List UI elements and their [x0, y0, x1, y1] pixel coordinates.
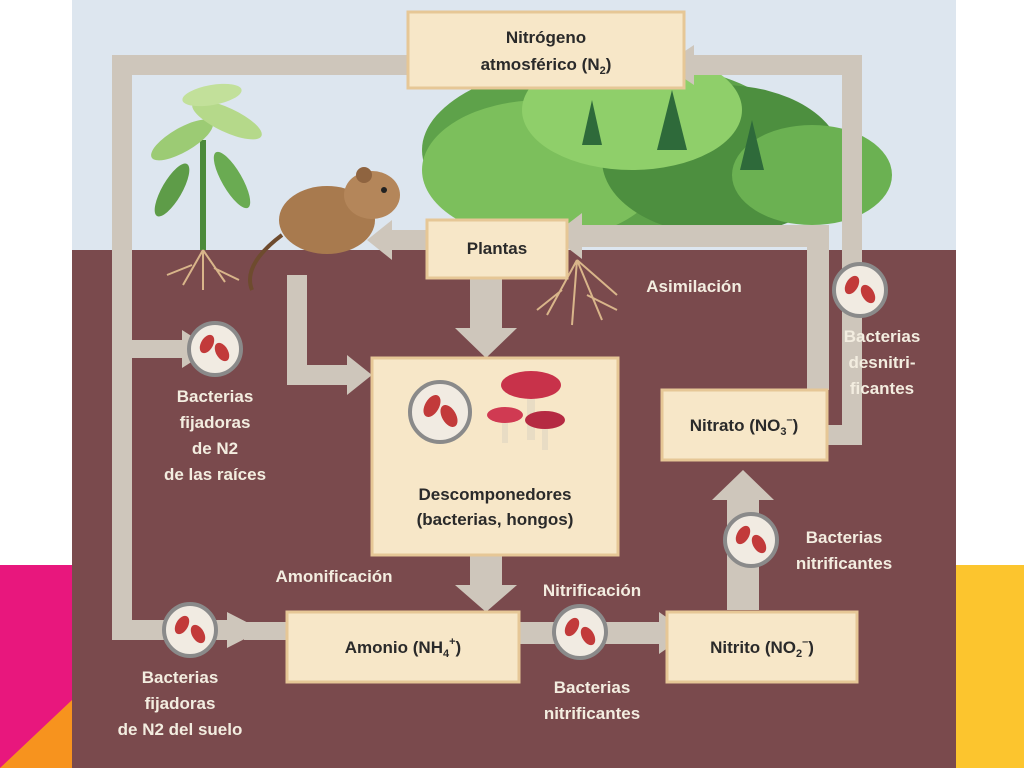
plants-label: Plantas	[467, 239, 527, 258]
svg-text:Bacterias: Bacterias	[142, 668, 219, 687]
bacteria-icon-soil	[162, 602, 218, 658]
label-nitrifying-bacteria-right: Bacterias nitrificantes	[796, 528, 892, 573]
label-assimilation: Asimilación	[646, 277, 741, 296]
decomposers-line2: (bacterias, hongos)	[417, 510, 574, 529]
label-ammonification: Amonificación	[275, 567, 392, 586]
svg-text:desnitri-: desnitri-	[848, 353, 915, 372]
box-plants: Plantas	[425, 218, 569, 280]
svg-text:de N2 del suelo: de N2 del suelo	[118, 720, 243, 739]
nitrite-label: Nitrito (NO2–)	[710, 636, 814, 660]
box-nitrite: Nitrito (NO2–)	[665, 610, 859, 684]
svg-text:fijadoras: fijadoras	[145, 694, 216, 713]
svg-text:Bacterias: Bacterias	[177, 387, 254, 406]
nitrogen-line2: atmosférico (N2)	[481, 55, 612, 77]
box-decomposers: Descomponedores (bacterias, hongos)	[370, 356, 620, 557]
ammonium-label: Amonio (NH4+)	[345, 636, 461, 660]
svg-text:Bacterias: Bacterias	[806, 528, 883, 547]
box-ammonium: Amonio (NH4+)	[285, 610, 521, 684]
label-nitrification: Nitrificación	[543, 581, 641, 600]
bacteria-icon-nitrifying-right	[723, 512, 779, 568]
box-nitrogen-atmospheric: Nitrógeno atmosférico (N2)	[406, 10, 686, 90]
decomposer-bacteria-icon	[408, 380, 472, 444]
label-denitrifying-bacteria: Bacterias desnitri- ficantes	[844, 327, 921, 398]
nitrogen-line1: Nitrógeno	[506, 28, 586, 47]
svg-text:de N2: de N2	[192, 439, 238, 458]
svg-text:de las raíces: de las raíces	[164, 465, 266, 484]
diagram-canvas: Nitrógeno atmosférico (N2) Plantas Desco…	[72, 0, 956, 768]
nitrogen-cycle-diagram: Nitrógeno atmosférico (N2) Plantas Desco…	[72, 0, 956, 768]
decomposers-line1: Descomponedores	[418, 485, 571, 504]
cycle-arrows	[112, 45, 862, 654]
label-root-bacteria: Bacterias fijadoras de N2 de las raíces	[164, 387, 266, 484]
rodent-illustration	[248, 167, 400, 291]
mushroom-icon	[487, 371, 565, 450]
svg-text:ficantes: ficantes	[850, 379, 914, 398]
left-roots-illustration	[166, 249, 240, 290]
label-soil-bacteria: Bacterias fijadoras de N2 del suelo	[118, 668, 243, 739]
left-plant-illustration	[151, 83, 262, 250]
svg-text:Bacterias: Bacterias	[844, 327, 921, 346]
box-nitrate: Nitrato (NO3–)	[660, 388, 829, 462]
svg-text:Bacterias: Bacterias	[554, 678, 631, 697]
bacteria-icon-denitrifying	[832, 262, 888, 318]
plant-roots-illustration	[536, 259, 618, 326]
accent-yellow-right	[956, 565, 1024, 768]
svg-text:nitrificantes: nitrificantes	[544, 704, 640, 723]
nitrate-label: Nitrato (NO3–)	[690, 414, 799, 438]
svg-text:fijadoras: fijadoras	[180, 413, 251, 432]
label-nitrifying-bacteria-lower: Bacterias nitrificantes	[544, 678, 640, 723]
svg-text:nitrificantes: nitrificantes	[796, 554, 892, 573]
accent-orange-corner	[0, 700, 72, 768]
bacteria-icon-roots	[187, 321, 243, 377]
bacteria-icon-nitrifying-lower	[552, 604, 608, 660]
